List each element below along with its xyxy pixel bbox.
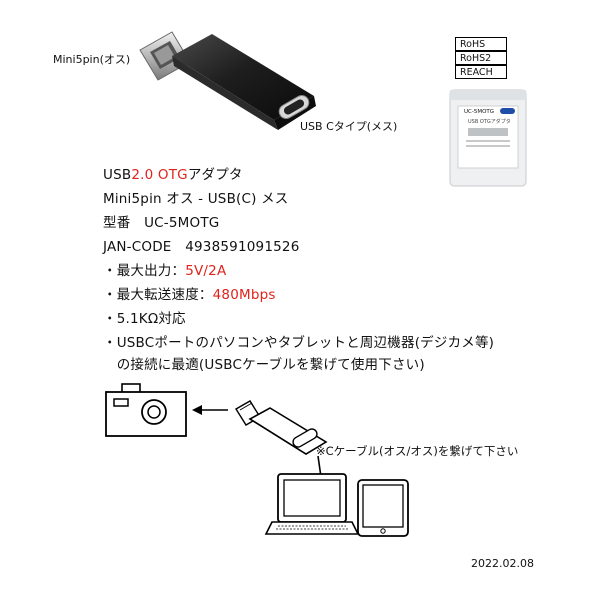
spec-speed-label: ・最大転送速度： [103,287,213,303]
spec-resistor: ・5.1KΩ対応 [103,311,186,327]
spec-speed-value: 480Mbps [212,287,276,303]
spec-jan: JAN-CODE 4938591091526 [103,239,300,255]
product-photo [139,31,316,130]
cert-reach: REACH [455,65,507,79]
package-sub: USB OTGアダプタ [468,119,511,125]
spec-max-speed: ・最大転送速度：480Mbps [103,283,276,303]
camera-icon [105,383,187,437]
laptop-icon [264,473,360,535]
spec-line-2: Mini5pin オス - USB(C) メス [103,191,289,207]
mini-usb-plug [139,31,191,81]
spec-usb: USB [103,167,132,183]
spec-adapter: アダプタ [187,167,243,183]
spec-otg: 2.0 OTG [131,167,188,183]
cert-rohs2: RoHS2 [455,51,507,65]
spec-max-output: ・最大出力：5V/2A [103,259,226,279]
spec-model: 型番 UC-5MOTG [103,215,220,231]
cert-rohs: RoHS [455,37,507,51]
adapter-body [172,34,316,130]
package-code: UC-5MOTG [464,109,495,115]
connection-diagram [105,383,409,537]
spec-line-1: USB2.0 OTGアダプタ [103,163,243,183]
diagram-note: ※Cケーブル(オス/オス)を繋げて下さい [316,444,519,458]
label-usbc-female: USB Cタイプ(メス) [300,120,398,133]
arrow-left-icon [192,405,228,415]
date-stamp: 2022.02.08 [471,557,534,570]
package-photo: UC-5MOTG USB OTGアダプタ [448,88,528,188]
spec-usage-2: の接続に最適(USBCケーブルを繋げて使用下さい) [103,357,425,373]
spec-usage-1: ・USBCポートのパソコンやタブレットと周辺機器(デジカメ等) [103,335,495,351]
usbc-port [278,95,310,119]
spec-output-label: ・最大出力： [103,263,186,279]
adapter-outline-icon [235,400,328,455]
spec-output-value: 5V/2A [185,263,227,279]
label-mini-male: Mini5pin(オス) [53,53,131,66]
tablet-icon [357,479,409,537]
